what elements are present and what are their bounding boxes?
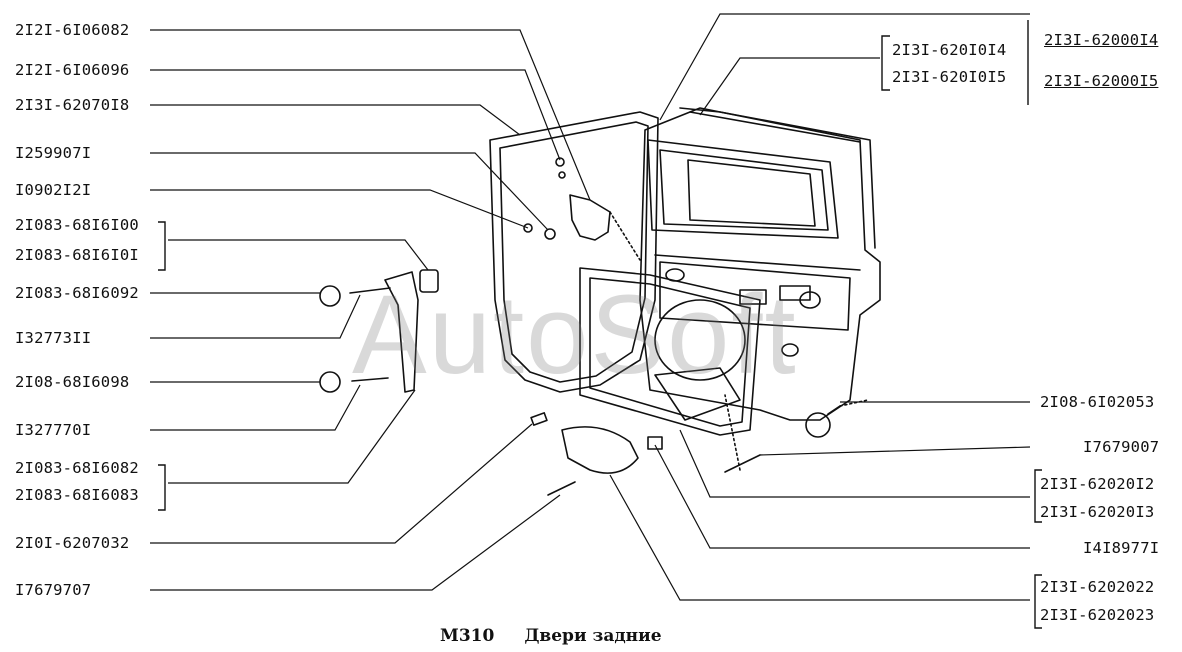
lock-knob-bottom bbox=[319, 371, 341, 393]
part-label-r4b: 2I3I-62020I3 bbox=[1040, 503, 1155, 521]
part-label-12: 2I0I-6207032 bbox=[15, 534, 130, 552]
handle-bracket bbox=[384, 271, 419, 393]
lock-knob-top bbox=[319, 285, 341, 307]
caption-title: Двери задние bbox=[524, 626, 662, 646]
part-label-r6a: 2I3I-6202022 bbox=[1040, 578, 1155, 596]
part-label-r1a: 2I3I-620I0I4 bbox=[892, 41, 1007, 59]
part-label-1: 2I2I-6I06082 bbox=[15, 21, 130, 39]
part-label-4: I259907I bbox=[15, 144, 92, 162]
part-label-11a: 2I083-68I6082 bbox=[15, 459, 139, 477]
part-label-r1c: 2I3I-62000I4 bbox=[1044, 31, 1159, 49]
door-lock bbox=[569, 194, 611, 241]
part-label-r1d: 2I3I-62000I5 bbox=[1044, 72, 1159, 90]
part-label-6a: 2I083-68I6I00 bbox=[15, 216, 139, 234]
door-seal bbox=[489, 111, 659, 393]
window-opening bbox=[647, 139, 839, 239]
part-label-6b: 2I083-68I6I0I bbox=[15, 246, 139, 264]
caption-code: M310 bbox=[440, 626, 495, 646]
part-label-5: I0902I2I bbox=[15, 181, 92, 199]
door-frame bbox=[639, 107, 881, 421]
part-label-r3: I7679007 bbox=[1083, 438, 1160, 456]
part-label-7: 2I083-68I6092 bbox=[15, 284, 139, 302]
part-label-r6b: 2I3I-6202023 bbox=[1040, 606, 1155, 624]
part-label-3: 2I3I-62070I8 bbox=[15, 96, 130, 114]
armrest bbox=[561, 426, 639, 474]
part-label-2: 2I2I-6I06096 bbox=[15, 61, 130, 79]
part-label-11b: 2I083-68I6083 bbox=[15, 486, 139, 504]
part-label-8: I32773II bbox=[15, 329, 92, 347]
figure-caption: M310 Двери задние bbox=[440, 626, 662, 646]
part-label-r4a: 2I3I-62020I2 bbox=[1040, 475, 1155, 493]
window-seal bbox=[679, 107, 876, 249]
part-label-r5: I4I8977I bbox=[1083, 539, 1160, 557]
part-label-10: I327770I bbox=[15, 421, 92, 439]
door-trim-panel bbox=[579, 267, 761, 436]
part-label-r2: 2I08-6I02053 bbox=[1040, 393, 1155, 411]
part-label-9: 2I08-68I6098 bbox=[15, 373, 130, 391]
part-label-13: I7679707 bbox=[15, 581, 92, 599]
part-label-r1b: 2I3I-620I0I5 bbox=[892, 68, 1007, 86]
